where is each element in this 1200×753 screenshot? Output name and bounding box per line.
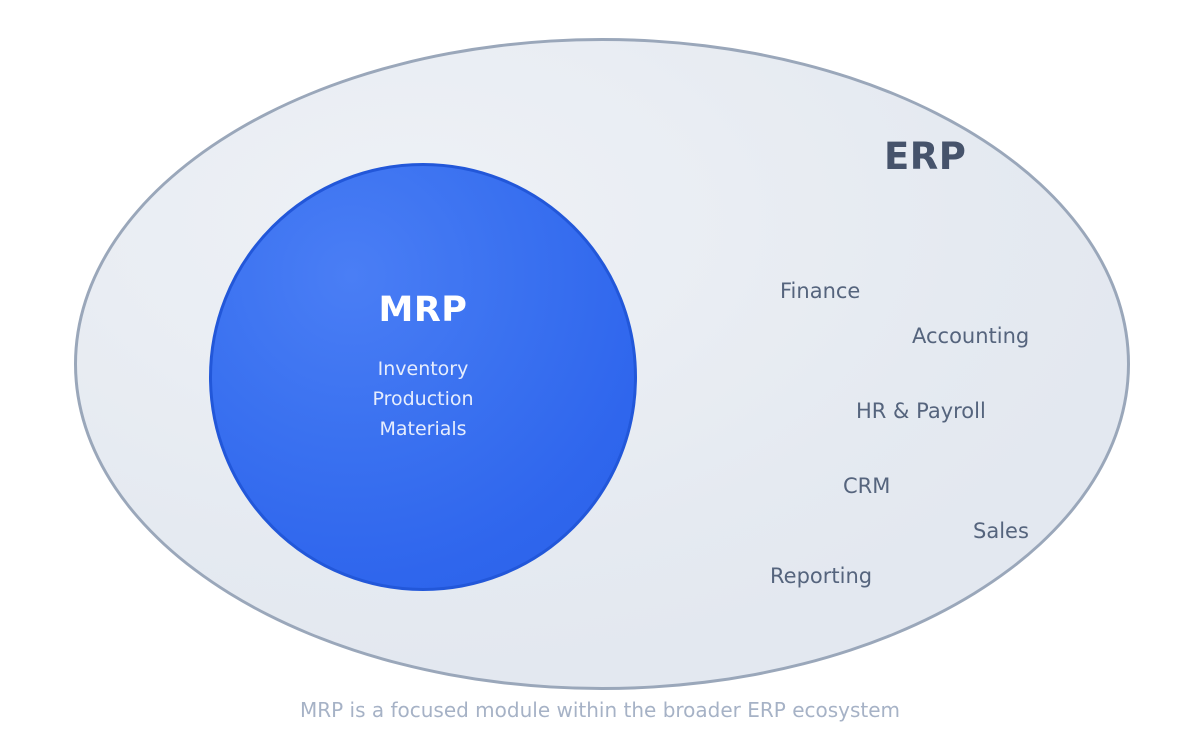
- erp-module-reporting: Reporting: [770, 564, 873, 588]
- mrp-item-inventory: Inventory: [377, 357, 469, 380]
- mrp-items: Inventory Production Materials: [372, 354, 473, 444]
- erp-module-crm: CRM: [843, 474, 891, 498]
- erp-module-finance: Finance: [780, 279, 861, 303]
- erp-module-sales: Sales: [973, 519, 1029, 543]
- erp-label: ERP: [884, 135, 967, 178]
- mrp-label: MRP: [378, 289, 468, 330]
- erp-module-hr-payroll: HR & Payroll: [856, 399, 986, 423]
- diagram-caption: MRP is a focused module within the broad…: [299, 698, 901, 722]
- mrp-circle: MRP Inventory Production Materials: [209, 163, 637, 591]
- mrp-item-production: Production: [372, 387, 474, 410]
- mrp-item-materials: Materials: [379, 417, 467, 440]
- erp-module-accounting: Accounting: [912, 324, 1030, 348]
